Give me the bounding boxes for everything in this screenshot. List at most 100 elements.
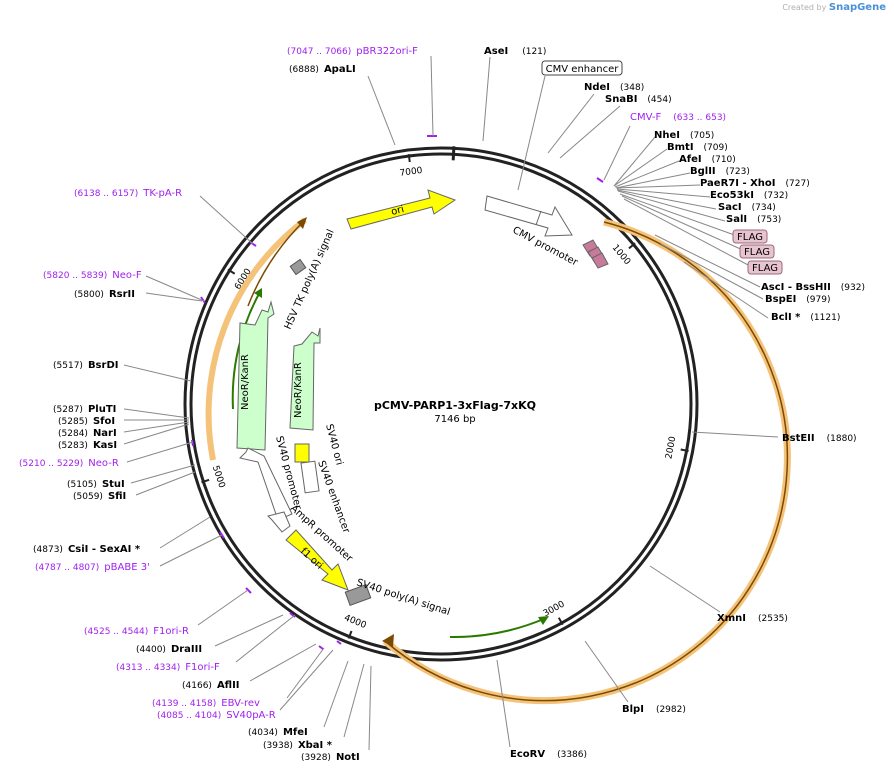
inner-green-arrow-head [538, 616, 549, 625]
primer-sv40pa-r: (4085 .. 4104)SV40pA-R [157, 710, 276, 721]
tick-6000 [227, 268, 236, 275]
plasmid-length: 7146 bp [434, 414, 475, 425]
left-green-arc [231, 291, 261, 410]
cmv-promoter-arrow [484, 195, 573, 237]
ampr-promoter-arrow [267, 511, 291, 533]
cmv-divider [535, 210, 542, 226]
site-bmti: BmtI(709) [667, 142, 728, 153]
left-green-arrow-head [254, 288, 262, 298]
site-xmni: XmnI(2535) [717, 613, 788, 624]
tick-label-3000: 3000 [542, 599, 567, 619]
tick-2000 [680, 448, 689, 453]
sv40-polya-box [344, 584, 372, 606]
brand-name: SnapGene [828, 2, 886, 13]
tick-label-2000: 2000 [664, 435, 678, 460]
site-snabi: SnaBI(454) [605, 94, 672, 105]
backbone-outer [183, 146, 699, 662]
site-aflii: (4166)AflII [182, 680, 240, 691]
cmv-enhancer-label: CMV enhancer [546, 64, 620, 75]
parp1-cds-arc-core [384, 221, 789, 702]
primer-ebv-rev: (4139 .. 4158)EBV-rev [152, 698, 260, 709]
site-bcli: BclI *(1121) [771, 312, 840, 323]
inner-green-arc [449, 617, 547, 639]
site-bspei: BspEI(979) [765, 294, 831, 305]
primer-pbr322ori-f: (7047 .. 7066)pBR322ori-F [287, 46, 418, 57]
tick-label-5000: 5000 [210, 464, 227, 489]
parp1-arrow-head [382, 634, 394, 647]
site-asei: AseI(121) [484, 46, 546, 57]
sv40-enhancer-label: SV40 enhancer [315, 459, 352, 535]
flag-marks [582, 239, 609, 269]
flag-label-1: FLAG [737, 232, 763, 243]
site-ecorv: EcoRV(3386) [510, 749, 587, 760]
site-xbai: (3938)XbaI * [263, 740, 333, 751]
snapgene-brand: Created by SnapGene [782, 2, 886, 13]
neor-kanr-outer-arrow [236, 300, 275, 451]
tick-3000 [557, 617, 564, 626]
site-blpi: BlpI(2982) [622, 704, 686, 715]
tick-4000 [347, 630, 353, 639]
leader-lines [123, 55, 779, 751]
left-orange-arc [205, 217, 307, 461]
site-nhei: NheI(705) [654, 130, 714, 141]
tick-1000 [628, 242, 636, 250]
site-eco53ki: Eco53kI(732) [710, 190, 788, 201]
neor-kanr-outer-label: NeoR/KanR [240, 354, 251, 410]
flag-label-box-1 [732, 229, 768, 244]
sv40-enhancer-box [300, 460, 320, 494]
site-kasi: (5283)KasI [58, 440, 117, 451]
backbone-inner [189, 152, 693, 656]
origin-mark [451, 146, 456, 161]
primer-neo-r: (5210 .. 5229)Neo-R [19, 458, 119, 469]
flag-label-box-2 [739, 244, 775, 259]
primer-f1ori-f: (4313 .. 4334)F1ori-F [116, 662, 220, 673]
tick-label-1000: 1000 [610, 243, 632, 267]
site-saci: SacI(734) [718, 202, 776, 213]
primer-cmv-f: CMV-F(633 .. 653) [630, 112, 726, 123]
site-sfoi: (5285)SfoI [58, 416, 115, 427]
site-ndei: NdeI(348) [584, 82, 644, 93]
brand-created-by: Created by [782, 3, 827, 12]
site-afei: AfeI(710) [679, 154, 736, 165]
site-stui: (5105)StuI [67, 479, 125, 490]
sv40-ori-box [294, 443, 310, 463]
flag-label-3: FLAG [752, 263, 778, 274]
ori-label: ori [390, 204, 405, 218]
site-rsrii: (5800)RsrII [74, 289, 135, 300]
f1-ori-arrow [285, 529, 349, 591]
flag-label-2: FLAG [744, 247, 770, 258]
site-noti: (3928)NotI [301, 752, 360, 763]
cmv-enhancer-box [541, 60, 623, 76]
tick-label-4000: 4000 [343, 613, 368, 631]
left-orange-arrow-head [297, 217, 307, 229]
site-bglii: BglII(723) [690, 166, 750, 177]
site-sali: SalI(753) [726, 214, 781, 225]
primer-pbabe-3: (4787 .. 4807)pBABE 3' [35, 562, 150, 573]
primer-neo-f: (5820 .. 5839)Neo-F [43, 270, 142, 281]
site-asci-bsshii: AscI - BssHII(932) [761, 282, 865, 293]
neor-kanr-inner-label: NeoR/KanR [293, 362, 304, 418]
flag-label-box-3 [747, 260, 783, 275]
plasmid-name: pCMV-PARP1-3xFlag-7xKQ [374, 399, 536, 412]
site-bsteii: BstEII(1880) [782, 433, 857, 444]
tick-5000 [201, 478, 210, 484]
tick-7000 [407, 153, 411, 163]
site-bsrdi: (5517)BsrDI [53, 360, 118, 371]
primer-f1ori-r: (4525 .. 4544)F1ori-R [84, 626, 189, 637]
site-mfei: (4034)MfeI [248, 727, 308, 738]
hsv-tk-label: HSV TK poly(A) signal [283, 228, 337, 331]
site-pluti: (5287)PluTI [53, 404, 116, 415]
site-paer7i-xhoi: PaeR7I - XhoI(727) [700, 178, 810, 189]
site-sfii: (5059)SfiI [73, 491, 126, 502]
tick-label-7000: 7000 [399, 166, 423, 179]
site-draiii: (4400)DraIII [136, 644, 202, 655]
site-nari: (5284)NarI [58, 428, 117, 439]
neor-kanr-inner-arrow [289, 327, 321, 431]
hsv-tk-polya-box [289, 258, 307, 276]
primer-tk-pa-r: (6138 .. 6157)TK-pA-R [74, 188, 182, 199]
site-apali: (6888)ApaLI [289, 64, 356, 75]
left-orange-arc-core [247, 219, 306, 307]
parp1-cds-arc [382, 218, 791, 704]
